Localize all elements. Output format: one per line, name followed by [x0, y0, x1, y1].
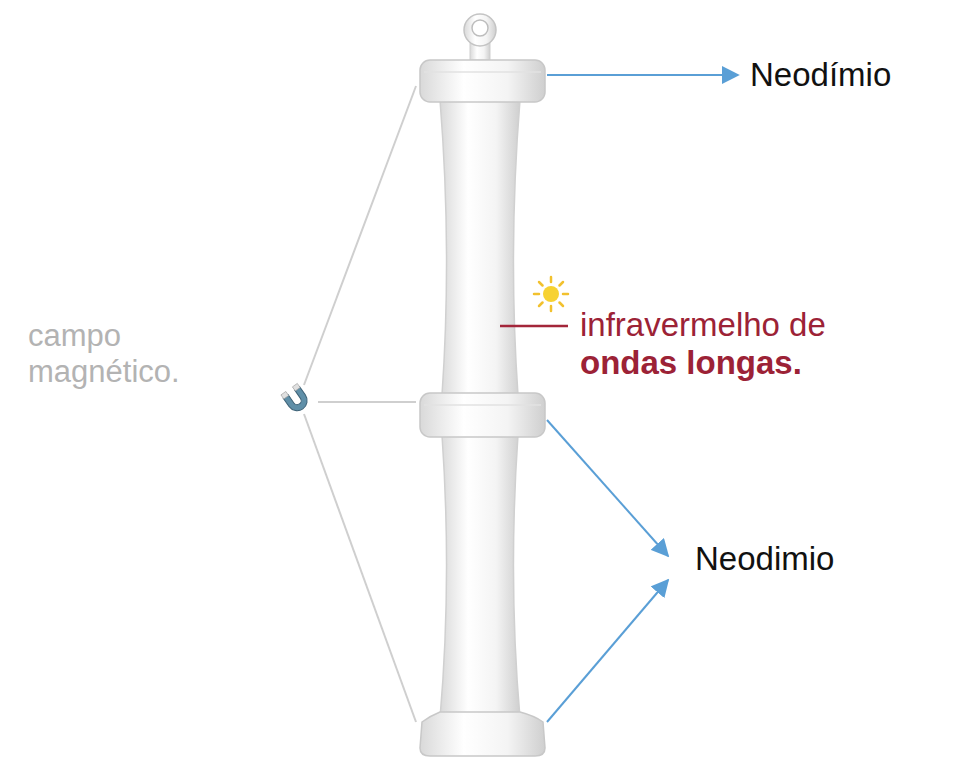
sun-icon — [534, 277, 568, 311]
bottom-neodymium-cap — [420, 712, 545, 756]
infrared-leader — [500, 325, 568, 328]
hanging-ring — [464, 14, 496, 60]
top-neodymium-cap — [420, 60, 545, 102]
part-label: Neodímio — [750, 56, 891, 94]
neodymium-arrows — [547, 75, 738, 722]
annotation-label: infravermelho de — [580, 306, 826, 344]
upper-shaft — [440, 100, 520, 395]
middle-neodymium-ring — [420, 393, 545, 437]
lower-shaft — [440, 435, 520, 718]
annotation-label: ondas longas. — [580, 344, 802, 382]
part-label: Neodimio — [695, 540, 834, 578]
annotation-label: campo magnético. — [28, 318, 180, 389]
magnet-icon — [281, 383, 311, 414]
magnetic-field-leaders — [304, 86, 416, 722]
